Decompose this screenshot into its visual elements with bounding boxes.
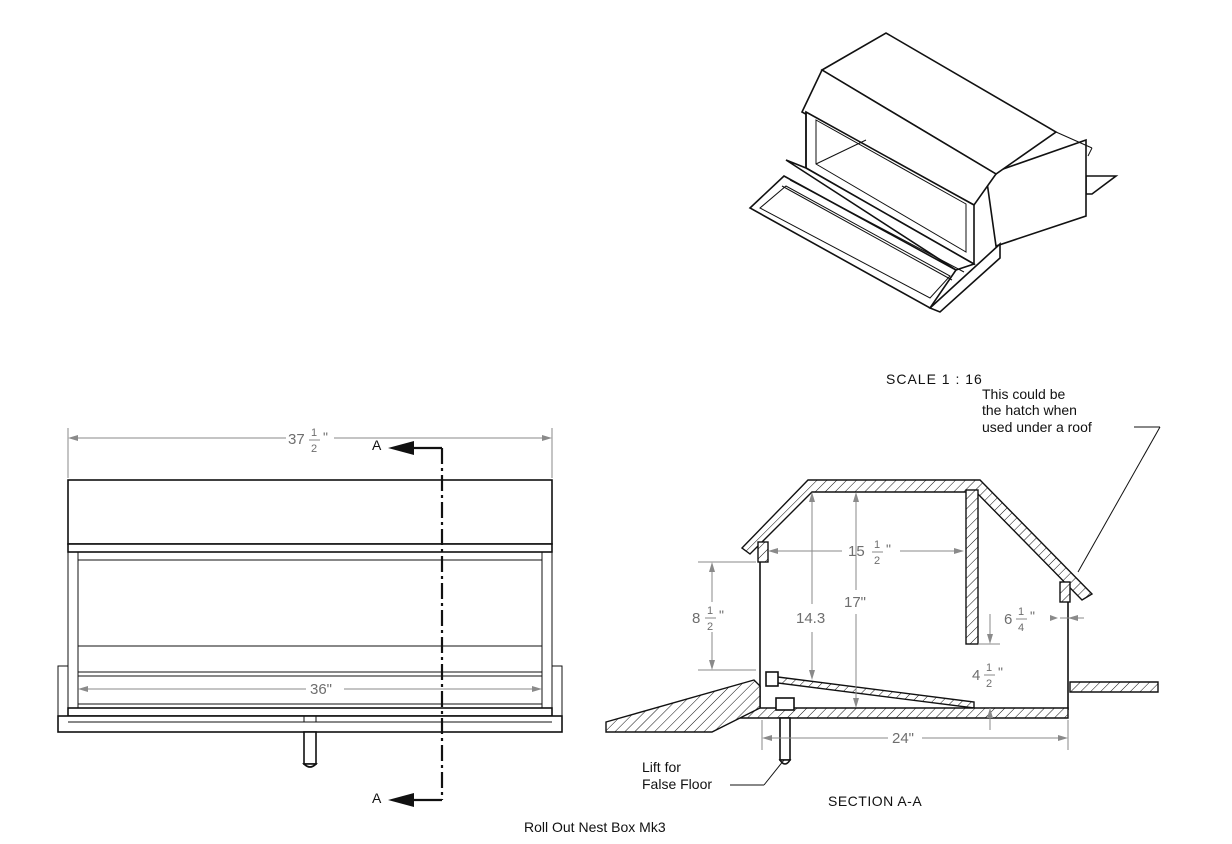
dim-overall-width: 37 1 2 " bbox=[288, 427, 328, 455]
svg-text:2: 2 bbox=[986, 678, 992, 690]
svg-text:": " bbox=[1030, 608, 1035, 624]
dim-front-height: 8 1 2 " bbox=[692, 605, 724, 633]
svg-text:8: 8 bbox=[692, 610, 700, 627]
section-marker-top: A bbox=[372, 437, 382, 453]
dim-baffle-gap: 4 1 2 " bbox=[972, 662, 1003, 690]
svg-text:": " bbox=[719, 607, 724, 623]
section-marker-bottom: A bbox=[372, 790, 382, 806]
dim-section-inner-width: 15 1 2 " bbox=[848, 539, 891, 567]
svg-text:2: 2 bbox=[874, 555, 880, 567]
svg-text:2: 2 bbox=[311, 443, 317, 455]
svg-text:1: 1 bbox=[986, 662, 992, 674]
hatch-note-line2: the hatch when bbox=[982, 402, 1077, 418]
svg-text:4: 4 bbox=[972, 667, 980, 684]
drawing-title: Roll Out Nest Box Mk3 bbox=[524, 819, 666, 835]
svg-text:4: 4 bbox=[1018, 622, 1024, 634]
isometric-view bbox=[748, 32, 1119, 313]
svg-text:1: 1 bbox=[311, 427, 317, 439]
dim-inner-width: 36" bbox=[310, 681, 332, 698]
scale-note: SCALE 1 : 16 bbox=[886, 371, 983, 387]
hatch-note-line1: This could be bbox=[982, 386, 1065, 402]
svg-text:15: 15 bbox=[848, 543, 865, 560]
svg-text:6: 6 bbox=[1004, 611, 1012, 628]
lift-note-line2: False Floor bbox=[642, 776, 712, 792]
dim-depth: 24" bbox=[892, 730, 914, 747]
dim-inner-height: 14.3 bbox=[796, 610, 825, 627]
dim-overall-height: 17" bbox=[844, 594, 866, 611]
svg-text:1: 1 bbox=[707, 605, 713, 617]
svg-text:2: 2 bbox=[707, 621, 713, 633]
svg-text:1: 1 bbox=[874, 539, 880, 551]
dim-back-gap: 6 1 4 " bbox=[1004, 606, 1035, 634]
svg-text:": " bbox=[323, 429, 328, 445]
svg-text:37: 37 bbox=[288, 431, 305, 448]
front-view bbox=[57, 428, 563, 807]
lift-note-line1: Lift for bbox=[642, 759, 681, 775]
svg-text:": " bbox=[886, 541, 891, 557]
section-label: SECTION A-A bbox=[828, 793, 922, 809]
svg-text:1: 1 bbox=[1018, 606, 1024, 618]
section-view bbox=[605, 426, 1161, 786]
hatch-note-line3: used under a roof bbox=[982, 419, 1092, 435]
svg-text:": " bbox=[998, 664, 1003, 680]
